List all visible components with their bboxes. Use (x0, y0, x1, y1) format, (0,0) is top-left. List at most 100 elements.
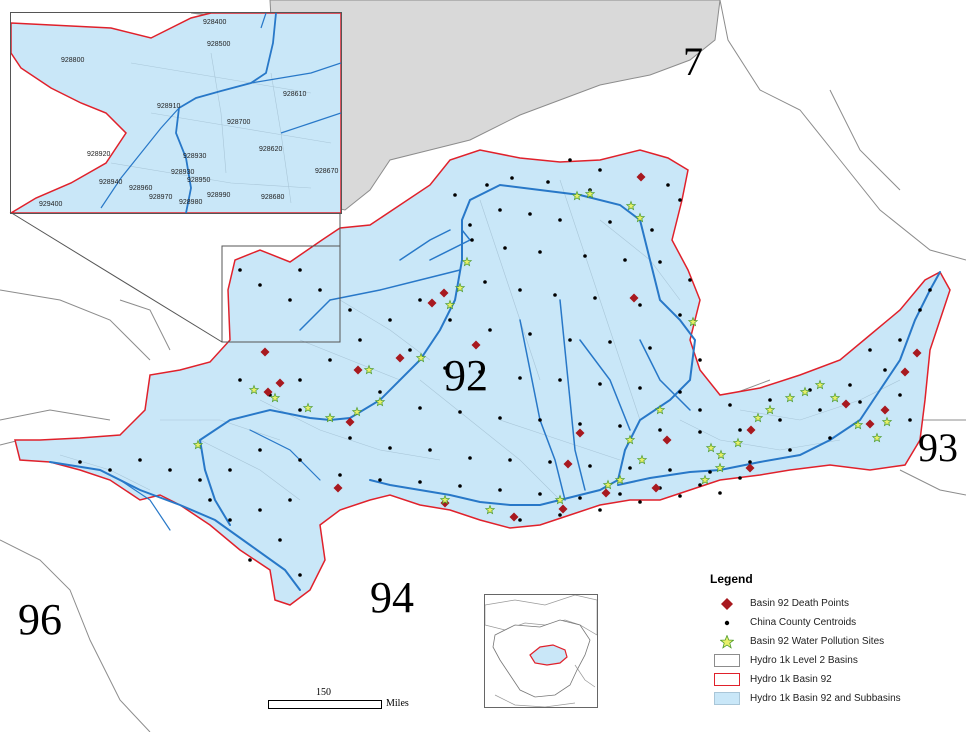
legend-label: China County Centroids (750, 617, 857, 628)
pollution-site-star (351, 406, 363, 417)
death-point-diamond (439, 288, 449, 298)
county-centroid-dot (568, 338, 572, 342)
county-centroid-dot (538, 418, 542, 422)
legend-item-level2-basins: Hydro 1k Level 2 Basins (710, 651, 960, 670)
county-centroid-dot (678, 494, 682, 498)
pollution-site-star (625, 200, 637, 211)
subbasin-label: 928980 (179, 199, 203, 206)
county-centroid-dot (618, 424, 622, 428)
pollution-site-star (554, 494, 566, 505)
county-centroid-dot (470, 238, 474, 242)
inset-zoom-map[interactable]: 928400 928500 928800 928610 928910 92870… (10, 12, 342, 214)
county-centroid-dot (898, 338, 902, 342)
county-centroid-dot (498, 208, 502, 212)
basin-92-area[interactable] (14, 149, 951, 606)
county-centroid-dot (598, 382, 602, 386)
county-centroid-dot (228, 518, 232, 522)
county-centroid-dot (668, 468, 672, 472)
subbasin-label: 928800 (61, 57, 85, 64)
county-centroid-dot (388, 446, 392, 450)
pollution-site-star (192, 439, 204, 450)
county-centroid-dot (508, 458, 512, 462)
county-centroid-dot (348, 308, 352, 312)
county-centroid-dot (848, 383, 852, 387)
county-centroid-dot (828, 436, 832, 440)
subbasin-label: 928670 (315, 168, 339, 175)
pollution-site-star (374, 396, 386, 407)
county-centroid-dot (908, 418, 912, 422)
county-centroid-dot (498, 488, 502, 492)
county-centroid-dot (428, 448, 432, 452)
locator-map[interactable] (484, 594, 598, 708)
county-centroid-dot (418, 406, 422, 410)
death-point-diamond (575, 428, 585, 438)
inset-rivers (100, 13, 341, 213)
county-centroid-dot (678, 198, 682, 202)
pollution-site-star (363, 364, 375, 375)
subbasin-label: 928920 (87, 151, 111, 158)
death-point-diamond (745, 463, 755, 473)
county-centroid-dot (558, 378, 562, 382)
county-centroid-dot (638, 386, 642, 390)
pollution-site-star (699, 474, 711, 485)
county-centroid-dot (583, 254, 587, 258)
pollution-site-star (444, 299, 456, 310)
subbasin-label: 928940 (99, 179, 123, 186)
county-centroid-dot (658, 260, 662, 264)
death-point-diamond (900, 367, 910, 377)
subbasin-label: 928950 (187, 177, 211, 184)
county-centroid-dot (918, 308, 922, 312)
county-centroid-dot (538, 250, 542, 254)
county-centroid-dot (818, 408, 822, 412)
subbasin-label: 928910 (157, 103, 181, 110)
pollution-site-star (814, 379, 826, 390)
county-centroid-dot (78, 460, 82, 464)
county-centroid-dot (518, 518, 522, 522)
county-centroid-dot (538, 492, 542, 496)
pollution-site-star (764, 404, 776, 415)
county-centroid-dot (666, 183, 670, 187)
pollution-site-star (636, 454, 648, 465)
legend-item-basin-92-subbasins: Hydro 1k Basin 92 and Subbasins (710, 689, 960, 708)
death-point-diamond (440, 498, 450, 508)
basin-label-96: 96 (18, 595, 62, 644)
county-centroid-dot (553, 293, 557, 297)
pollution-site-star (415, 352, 427, 363)
death-point-diamond (746, 425, 756, 435)
county-centroid-dot (248, 558, 252, 562)
blue-fill-box (710, 691, 744, 707)
county-centroid-dot (418, 480, 422, 484)
county-centroid-dot (578, 496, 582, 500)
county-centroid-dot (468, 456, 472, 460)
pollution-site-star (602, 479, 614, 490)
county-centroid-dot (593, 296, 597, 300)
death-point-diamond (509, 512, 519, 522)
county-centroid-dot (510, 176, 514, 180)
county-centroid-dot (388, 318, 392, 322)
death-point-diamond (880, 405, 890, 415)
subbasin-label: 928680 (261, 194, 285, 201)
county-centroid-dot (698, 430, 702, 434)
county-centroid-dot (578, 422, 582, 426)
county-centroid-dot (503, 246, 507, 250)
death-point-diamond (471, 340, 481, 350)
death-point-diamond (345, 417, 355, 427)
county-centroid-dot (698, 408, 702, 412)
county-centroid-dot (868, 348, 872, 352)
county-centroid-dot (138, 458, 142, 462)
black-dot-icon (710, 615, 744, 631)
county-centroid-dot (558, 513, 562, 517)
green-star-icon (710, 634, 744, 650)
county-centroid-dot (453, 193, 457, 197)
pollution-site-star (705, 442, 717, 453)
pollution-site-star (852, 419, 864, 430)
county-centroid-dot (650, 228, 654, 232)
death-point-diamond (333, 483, 343, 493)
county-centroid-dot (488, 328, 492, 332)
county-centroid-dot (768, 398, 772, 402)
death-point-diamond (558, 504, 568, 514)
county-centroid-dot (678, 313, 682, 317)
inset-subbasin-lines (110, 52, 332, 204)
county-centroid-dot (528, 332, 532, 336)
